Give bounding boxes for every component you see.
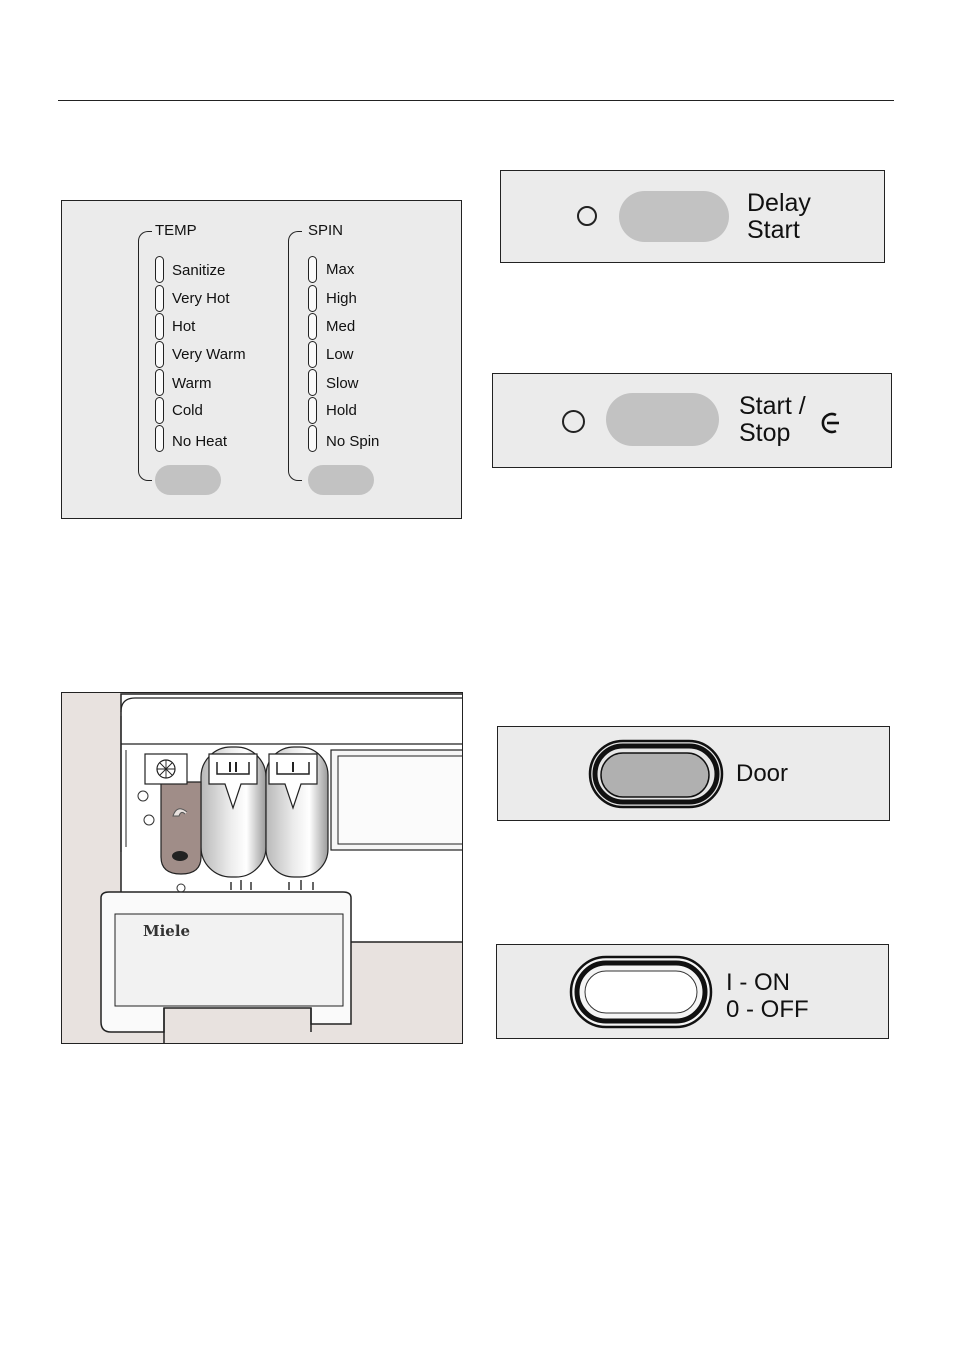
spin-option: Med bbox=[326, 319, 355, 334]
temp-segment bbox=[155, 425, 164, 452]
spin-segment bbox=[308, 397, 317, 424]
temp-option: Very Warm bbox=[172, 347, 246, 362]
delay-start-indicator-light bbox=[577, 206, 597, 226]
dispenser-drawer-illustration: Miele bbox=[61, 692, 463, 1044]
temp-option: Sanitize bbox=[172, 263, 225, 278]
temp-button[interactable] bbox=[155, 465, 221, 495]
dispenser-drawer-drawing: Miele bbox=[61, 692, 463, 1044]
header-rule bbox=[58, 100, 894, 101]
start-stop-label: Start / Stop bbox=[739, 393, 806, 447]
spin-button[interactable] bbox=[308, 465, 374, 495]
miele-logo: Miele bbox=[143, 922, 190, 940]
delay-start-panel: Delay Start bbox=[500, 170, 885, 263]
temp-segment bbox=[155, 397, 164, 424]
temp-segment bbox=[155, 256, 164, 283]
spin-bracket bbox=[288, 231, 302, 481]
temp-segment bbox=[155, 341, 164, 368]
door-button[interactable] bbox=[588, 739, 724, 809]
temp-segment bbox=[155, 369, 164, 396]
power-switch-button[interactable] bbox=[569, 955, 713, 1029]
power-panel: I - ON 0 - OFF bbox=[496, 944, 889, 1039]
spin-title: SPIN bbox=[308, 222, 343, 239]
temp-option: Hot bbox=[172, 319, 195, 334]
delay-start-label: Delay Start bbox=[747, 190, 811, 244]
spin-segment bbox=[308, 313, 317, 340]
start-stop-symbol-icon bbox=[816, 409, 844, 437]
spin-option: Low bbox=[326, 347, 354, 362]
temp-option: Very Hot bbox=[172, 291, 230, 306]
spin-option: Max bbox=[326, 262, 354, 277]
door-label: Door bbox=[736, 760, 788, 787]
spin-segment bbox=[308, 256, 317, 283]
spin-segment bbox=[308, 369, 317, 396]
spin-segment bbox=[308, 285, 317, 312]
power-label: I - ON 0 - OFF bbox=[726, 969, 809, 1023]
start-stop-button[interactable] bbox=[606, 393, 719, 446]
delay-start-button[interactable] bbox=[619, 191, 729, 242]
temp-spin-panel: TEMP Sanitize Very Hot Hot Very Warm War… bbox=[61, 200, 462, 519]
spin-option: Slow bbox=[326, 376, 359, 391]
spin-option: Hold bbox=[326, 403, 357, 418]
spin-option: No Spin bbox=[326, 434, 379, 449]
spin-option: High bbox=[326, 291, 357, 306]
temp-bracket bbox=[138, 231, 152, 481]
temp-option: Warm bbox=[172, 376, 211, 391]
start-stop-panel: Start / Stop bbox=[492, 373, 892, 468]
start-stop-indicator-light bbox=[562, 410, 585, 433]
temp-option: Cold bbox=[172, 403, 203, 418]
temp-option: No Heat bbox=[172, 434, 227, 449]
door-panel: Door bbox=[497, 726, 890, 821]
temp-segment bbox=[155, 313, 164, 340]
spin-segment bbox=[308, 425, 317, 452]
temp-segment bbox=[155, 285, 164, 312]
spin-segment bbox=[308, 341, 317, 368]
temp-title: TEMP bbox=[155, 222, 197, 239]
